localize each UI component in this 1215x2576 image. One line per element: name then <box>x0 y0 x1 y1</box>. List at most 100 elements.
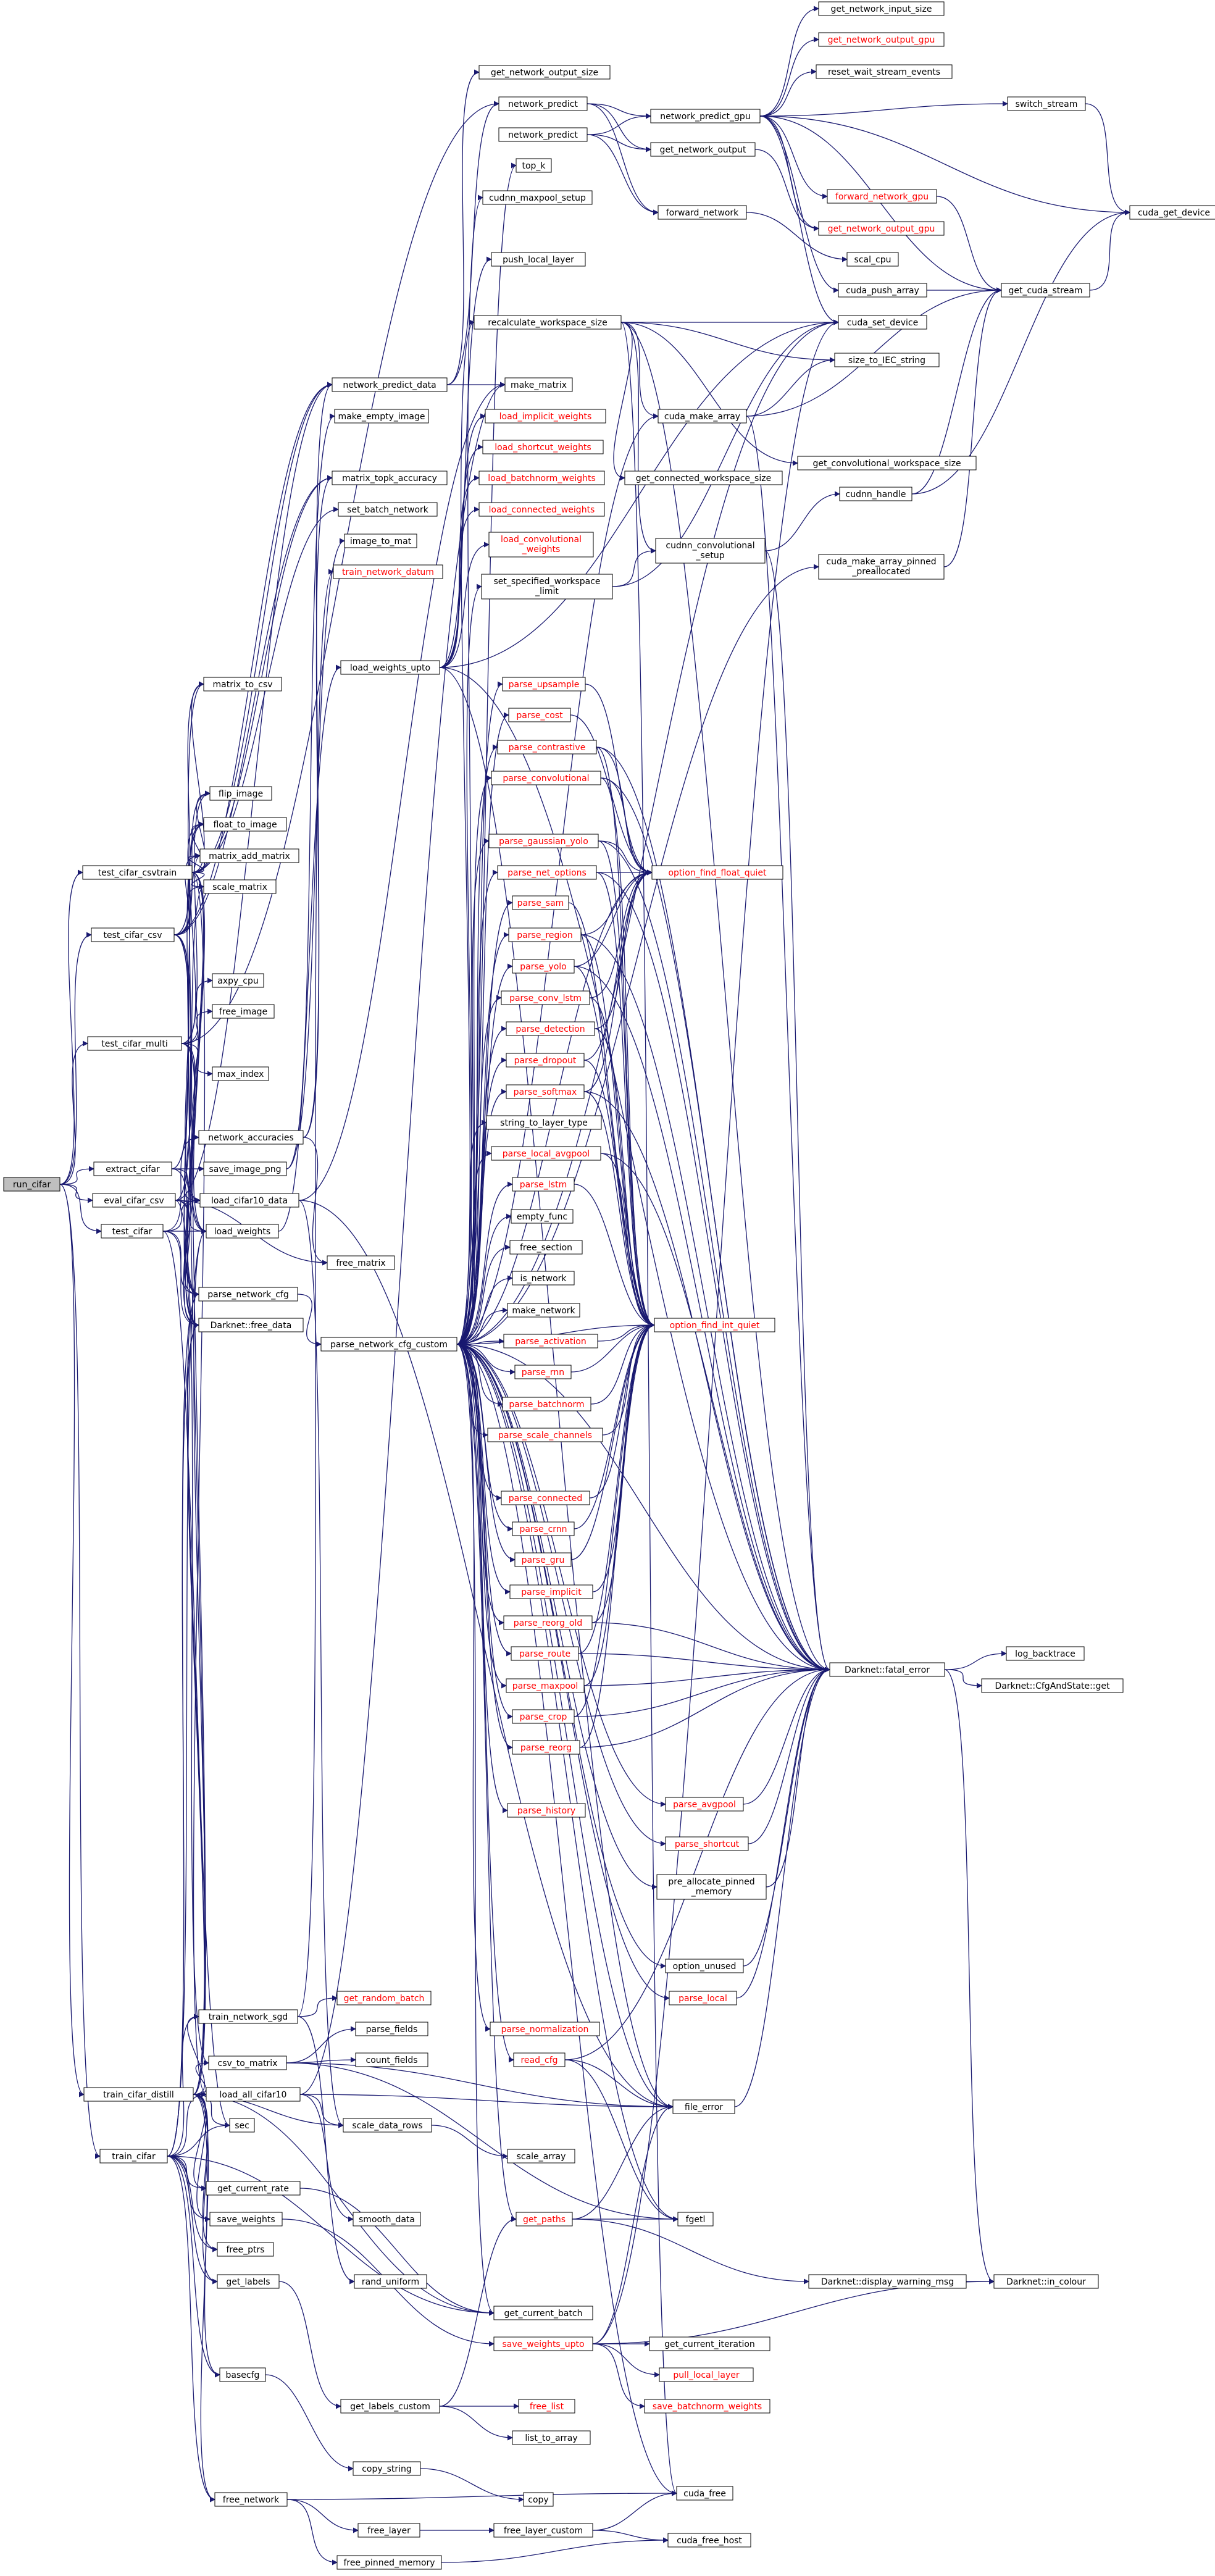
node-make-matrix[interactable]: make_matrix <box>504 377 573 392</box>
node-parse-softmax[interactable]: parse_softmax <box>506 1084 585 1099</box>
node-parse-implicit[interactable]: parse_implicit <box>509 1584 593 1599</box>
node-parse-connected[interactable]: parse_connected <box>501 1491 590 1505</box>
node-push-local-layer[interactable]: push_local_layer <box>491 252 586 267</box>
node-parse-gaussian-yolo[interactable]: parse_gaussian_yolo <box>488 834 599 848</box>
node-parse-contrastive[interactable]: parse_contrastive <box>497 740 597 755</box>
node-option-find-int-quiet[interactable]: option_find_int_quiet <box>654 1318 775 1332</box>
node-parse-rnn[interactable]: parse_rnn <box>514 1365 572 1379</box>
node-switch-stream[interactable]: switch_stream <box>1007 96 1086 111</box>
node-network-predict2[interactable]: network_predict <box>498 127 588 142</box>
node-free-section[interactable]: free_section <box>509 1240 583 1255</box>
node-count-fields[interactable]: count_fields <box>355 2052 428 2067</box>
node-copy[interactable]: copy <box>523 2492 554 2507</box>
node-in-colour[interactable]: Darknet::in_colour <box>993 2274 1099 2289</box>
node-free-matrix[interactable]: free_matrix <box>327 1255 395 1270</box>
node-get-network-output[interactable]: get_network_output <box>650 142 756 157</box>
node-cfg-get[interactable]: Darknet::CfgAndState::get <box>981 1678 1124 1693</box>
node-parse-scale-channels[interactable]: parse_scale_channels <box>487 1428 603 1442</box>
node-eval-cifar-csv[interactable]: eval_cifar_csv <box>92 1193 176 1208</box>
node-save-weights-upto[interactable]: save_weights_upto <box>493 2336 593 2351</box>
node-cudnn-maxpool-setup[interactable]: cudnn_maxpool_setup <box>482 190 593 205</box>
node-cuda-free[interactable]: cuda_free <box>676 2486 733 2501</box>
node-save-batchnorm-weights[interactable]: save_batchnorm_weights <box>644 2399 770 2414</box>
node-get-paths[interactable]: get_paths <box>516 2212 573 2227</box>
node-matrix-topk-accuracy[interactable]: matrix_topk_accuracy <box>332 470 448 485</box>
node-free-network[interactable]: free_network <box>214 2492 288 2507</box>
node-train-cifar-distill[interactable]: train_cifar_distill <box>83 2087 194 2102</box>
node-free-layer[interactable]: free_layer <box>357 2523 420 2538</box>
node-max-index[interactable]: max_index <box>212 1066 269 1081</box>
node-get-current-batch[interactable]: get_current_batch <box>493 2306 593 2320</box>
node-get-network-output-gpu2[interactable]: get_network_output_gpu <box>818 221 945 236</box>
node-darknet-fatal-error[interactable]: Darknet::fatal_error <box>829 1662 945 1677</box>
node-load-weights-upto[interactable]: load_weights_upto <box>340 660 440 675</box>
node-is-network[interactable]: is_network <box>512 1271 575 1286</box>
node-parse-yolo[interactable]: parse_yolo <box>512 959 575 974</box>
node-test-cifar-multi[interactable]: test_cifar_multi <box>87 1036 182 1051</box>
node-parse-activation[interactable]: parse_activation <box>503 1334 598 1349</box>
node-smooth-data[interactable]: smooth_data <box>353 2212 421 2227</box>
node-make-network[interactable]: make_network <box>507 1303 580 1318</box>
node-get-current-rate[interactable]: get_current_rate <box>206 2181 301 2196</box>
node-extract-cifar[interactable]: extract_cifar <box>93 1161 172 1176</box>
node-copy-string[interactable]: copy_string <box>353 2461 421 2476</box>
node-get-connected-workspace-size[interactable]: get_connected_workspace_size <box>624 470 783 485</box>
node-csv-to-matrix[interactable]: csv_to_matrix <box>208 2055 287 2070</box>
node-parse-lstm[interactable]: parse_lstm <box>512 1177 575 1192</box>
node-flip-image[interactable]: flip_image <box>209 786 272 801</box>
node-set-specified-workspace-limit[interactable]: set_specified_workspace_limit <box>481 574 613 600</box>
node-recalculate-workspace-size[interactable]: recalculate_workspace_size <box>474 315 622 330</box>
node-cuda-get-device[interactable]: cuda_get_device <box>1129 205 1215 220</box>
node-make-empty-image[interactable]: make_empty_image <box>334 409 429 424</box>
node-parse-crop[interactable]: parse_crop <box>512 1709 575 1724</box>
node-train-network-sgd[interactable]: train_network_sgd <box>198 2009 298 2024</box>
node-network-accuracies[interactable]: network_accuracies <box>198 1130 304 1145</box>
node-parse-normalization[interactable]: parse_normalization <box>490 2022 600 2036</box>
node-parse-sam[interactable]: parse_sam <box>512 895 569 910</box>
node-option-find-float-quiet[interactable]: option_find_float_quiet <box>651 865 783 880</box>
node-network-predict-gpu[interactable]: network_predict_gpu <box>650 109 761 123</box>
node-matrix-to-csv[interactable]: matrix_to_csv <box>203 677 282 692</box>
node-display-warning-msg[interactable]: Darknet::display_warning_msg <box>808 2274 967 2289</box>
node-sec[interactable]: sec <box>229 2118 255 2133</box>
node-float-to-image[interactable]: float_to_image <box>203 817 287 832</box>
node-load-shortcut-weights[interactable]: load_shortcut_weights <box>482 440 604 454</box>
node-cuda-free-host[interactable]: cuda_free_host <box>667 2533 751 2548</box>
node-string-to-layer-type[interactable]: string_to_layer_type <box>486 1115 602 1130</box>
node-forward-network-gpu[interactable]: forward_network_gpu <box>827 189 937 204</box>
node-parse-crnn[interactable]: parse_crnn <box>512 1521 575 1536</box>
node-free-pinned-memory[interactable]: free_pinned_memory <box>336 2555 442 2570</box>
node-run-cifar[interactable]: run_cifar <box>3 1177 61 1192</box>
node-parse-local-avgpool[interactable]: parse_local_avgpool <box>491 1146 601 1161</box>
node-load-cifar10-data[interactable]: load_cifar10_data <box>199 1193 299 1208</box>
node-get-labels[interactable]: get_labels <box>217 2274 280 2289</box>
node-read-cfg[interactable]: read_cfg <box>513 2052 566 2067</box>
node-load-connected-weights[interactable]: load_connected_weights <box>478 502 605 517</box>
node-scal-cpu[interactable]: scal_cpu <box>846 252 899 267</box>
node-top-k[interactable]: top_k <box>516 158 552 173</box>
node-image-to-mat[interactable]: image_to_mat <box>344 533 417 548</box>
node-load-all-cifar10[interactable]: load_all_cifar10 <box>206 2087 301 2102</box>
node-scale-array[interactable]: scale_array <box>507 2149 575 2164</box>
node-get-network-input-size[interactable]: get_network_input_size <box>818 1 945 16</box>
node-free-layer-custom[interactable]: free_layer_custom <box>493 2523 593 2538</box>
node-test-cifar-csvtrain[interactable]: test_cifar_csvtrain <box>82 865 193 880</box>
node-axpy-cpu[interactable]: axpy_cpu <box>212 973 264 988</box>
node-log-backtrace[interactable]: log_backtrace <box>1006 1646 1085 1661</box>
node-get-current-iteration[interactable]: get_current_iteration <box>649 2336 770 2351</box>
node-parse-reorg[interactable]: parse_reorg <box>512 1740 580 1755</box>
node-train-cifar[interactable]: train_cifar <box>99 2149 168 2164</box>
node-get-random-batch[interactable]: get_random_batch <box>336 1991 432 2005</box>
node-train-network-datum[interactable]: train_network_datum <box>333 564 443 579</box>
node-test-cifar-csv[interactable]: test_cifar_csv <box>91 927 175 942</box>
node-network-predict-data[interactable]: network_predict_data <box>332 377 448 392</box>
node-load-batchnorm-weights[interactable]: load_batchnorm_weights <box>478 470 605 485</box>
node-parse-maxpool[interactable]: parse_maxpool <box>506 1678 585 1693</box>
node-parse-region[interactable]: parse_region <box>508 927 582 942</box>
node-parse-cost[interactable]: parse_cost <box>508 708 571 722</box>
node-test-cifar[interactable]: test_cifar <box>101 1224 164 1239</box>
node-free-list[interactable]: free_list <box>518 2399 575 2414</box>
node-matrix-add-matrix[interactable]: matrix_add_matrix <box>199 848 299 863</box>
node-free-ptrs[interactable]: free_ptrs <box>217 2242 274 2257</box>
node-parse-gru[interactable]: parse_gru <box>514 1552 572 1567</box>
